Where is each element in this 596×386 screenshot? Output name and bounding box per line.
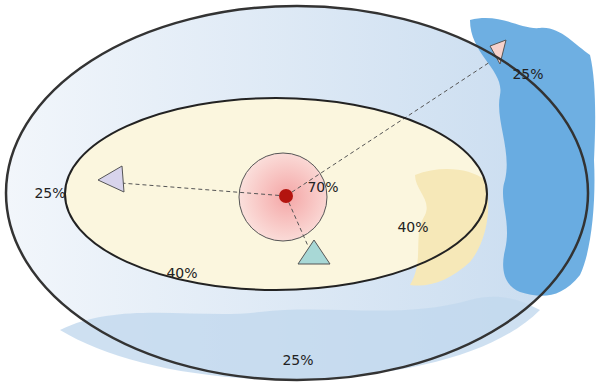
inner-zone: 40% 40% 70% [65, 98, 487, 290]
inner-zone-outline [65, 98, 487, 290]
water-blob [470, 18, 595, 296]
triangle-marker [298, 240, 330, 264]
percent-label: 25% [282, 352, 313, 369]
triangle-marker [98, 166, 124, 192]
inner-zone-border [65, 98, 487, 290]
core-zone-outline [239, 153, 327, 241]
percent-label: 70% [307, 179, 338, 196]
outer-zone-fill [6, 6, 588, 380]
dashed-line [108, 182, 286, 196]
outer-zone: 25% 25% 25% 40% 40% 70% [6, 6, 588, 380]
source-dot [279, 189, 293, 203]
percent-label: 40% [166, 265, 197, 282]
dashed-line [286, 62, 490, 196]
outer-zone-outline [6, 6, 588, 380]
core-zone-fill [239, 153, 327, 241]
outer-zone-border [6, 6, 588, 380]
percent-label: 40% [397, 219, 428, 236]
percent-label: 25% [34, 185, 65, 202]
core-zone: 70% [239, 153, 327, 241]
core-zone-border [239, 153, 327, 241]
percent-label: 25% [512, 66, 543, 83]
water-blob [60, 297, 540, 380]
